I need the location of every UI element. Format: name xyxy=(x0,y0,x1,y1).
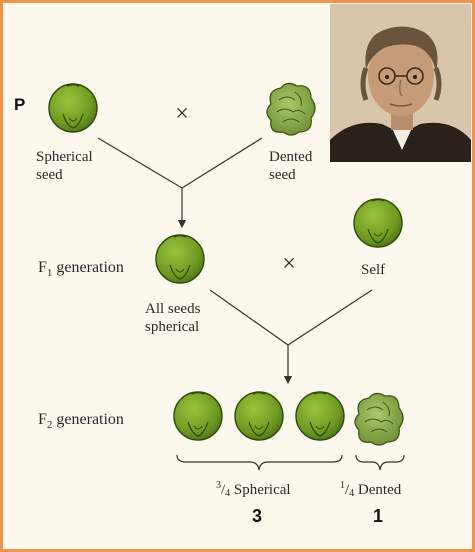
person-portrait-icon xyxy=(330,4,471,162)
cross-line-left-f1 xyxy=(209,289,289,346)
spherical-seed-f2-3 xyxy=(295,391,345,441)
spherical-brace xyxy=(176,454,343,471)
cross-symbol-f1: × xyxy=(282,251,296,277)
p-generation-label: P xyxy=(14,95,25,114)
spherical-ratio-label: 3/4 Spherical xyxy=(216,480,291,499)
dented-seed-label-2: seed xyxy=(269,167,296,183)
dented-count: 1 xyxy=(373,506,383,526)
spherical-seed-label-1: Spherical xyxy=(36,149,93,165)
cross-symbol-p: × xyxy=(175,101,189,127)
spherical-seed-f1 xyxy=(155,234,205,284)
f2-generation-label: F2 generation xyxy=(38,411,124,431)
spherical-seed-f2-2 xyxy=(234,391,284,441)
spherical-seed-f2-1 xyxy=(173,391,223,441)
spherical-count: 3 xyxy=(252,506,262,526)
cross-line-right-f1 xyxy=(287,289,373,346)
dented-ratio-label: 1/4 Dented xyxy=(340,480,402,499)
dented-brace xyxy=(355,454,405,471)
f1-generation-label: F1 generation xyxy=(38,259,124,279)
spherical-seed-label-2: seed xyxy=(36,167,63,183)
spherical-seed-parent xyxy=(48,83,98,133)
cross-line-left-p xyxy=(97,137,183,189)
f1-result-label-1: All seeds xyxy=(145,301,201,317)
f1-result-label-2: spherical xyxy=(145,319,199,335)
dented-seed-parent xyxy=(266,82,316,136)
cross-line-right-p xyxy=(181,137,263,189)
self-label: Self xyxy=(361,262,385,278)
dented-seed-label-1: Dented xyxy=(269,149,313,165)
dented-seed-f2 xyxy=(354,392,404,446)
spherical-seed-self xyxy=(353,198,403,248)
